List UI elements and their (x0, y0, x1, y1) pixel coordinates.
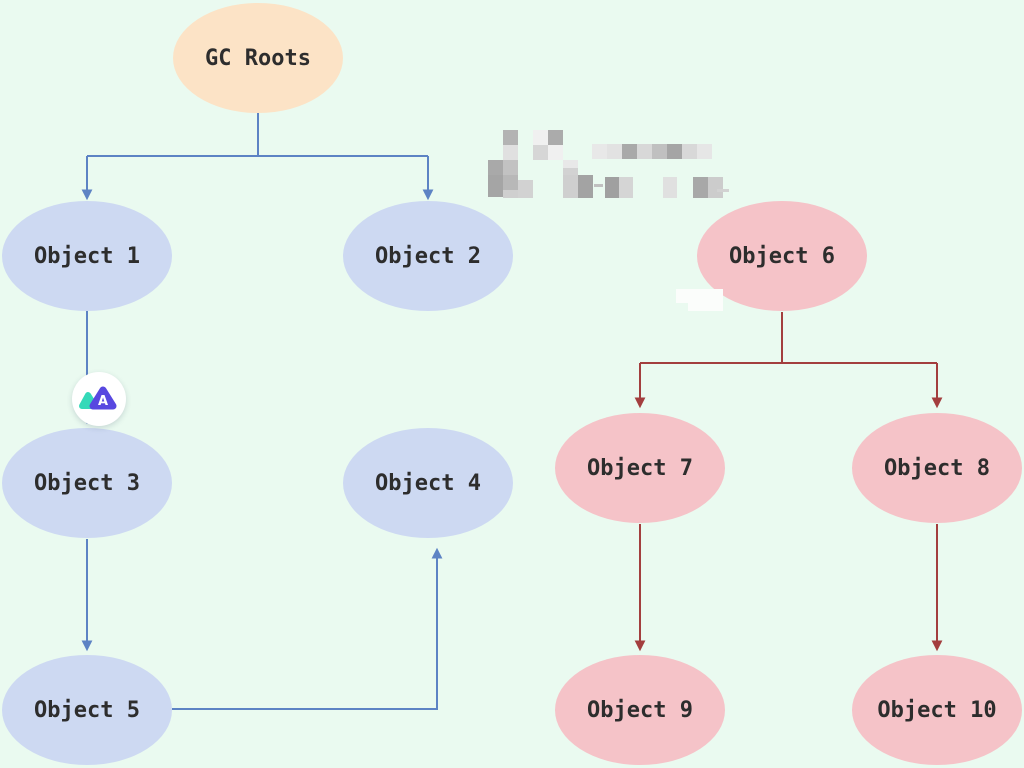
redaction-block (503, 130, 518, 145)
node-object-1: Object 1 (2, 201, 172, 311)
node-object-2: Object 2 (343, 201, 513, 311)
redaction-block (578, 175, 593, 198)
redaction-block (607, 144, 622, 159)
redaction-block (594, 184, 603, 187)
redaction-block (503, 160, 518, 175)
edge-gc-roots-split (87, 113, 428, 157)
redaction-block (503, 190, 518, 198)
node-gc-roots: GC Roots (173, 3, 343, 113)
redaction-block (488, 175, 503, 197)
redaction-block (518, 180, 533, 198)
redaction-block (563, 168, 578, 175)
node-object-8: Object 8 (852, 413, 1022, 523)
node-object-10: Object 10 (852, 655, 1022, 765)
redaction-block (619, 177, 633, 198)
redaction-block (693, 177, 708, 198)
redaction-block (637, 144, 652, 159)
redaction-block (503, 175, 518, 190)
redaction-block (548, 145, 563, 160)
redaction-block (533, 145, 548, 160)
node-object-9: Object 9 (555, 655, 725, 765)
white-patch-object-6-step (688, 300, 723, 311)
node-object-6: Object 6 (697, 201, 867, 311)
white-patch-object-6 (676, 289, 723, 303)
watermark-logo: A (79, 386, 117, 410)
redaction-block (488, 160, 503, 175)
watermark-logo-badge: A (72, 372, 126, 426)
redaction-block (652, 144, 667, 159)
redaction-block (605, 177, 619, 198)
redaction-block (563, 160, 578, 168)
redaction-block (708, 177, 723, 198)
redaction-block (682, 144, 697, 159)
redaction-block (667, 144, 682, 159)
redaction-block (503, 145, 518, 160)
redaction-block (533, 130, 548, 145)
redaction-block (563, 175, 578, 198)
edge-object-5-to-object-4 (172, 547, 443, 710)
watermark-logo-letter: A (98, 394, 108, 409)
redaction-block (717, 189, 729, 192)
watermark-logo-triangle-icon (89, 386, 117, 410)
node-object-5: Object 5 (2, 655, 172, 765)
redaction-block (548, 130, 563, 145)
edge-object-6-split (640, 312, 937, 364)
node-object-7: Object 7 (555, 413, 725, 523)
redaction-block (592, 144, 607, 159)
node-object-3: Object 3 (2, 428, 172, 538)
node-object-4: Object 4 (343, 428, 513, 538)
redaction-block (663, 177, 677, 198)
redaction-block (622, 144, 637, 159)
redaction-block (697, 144, 712, 159)
